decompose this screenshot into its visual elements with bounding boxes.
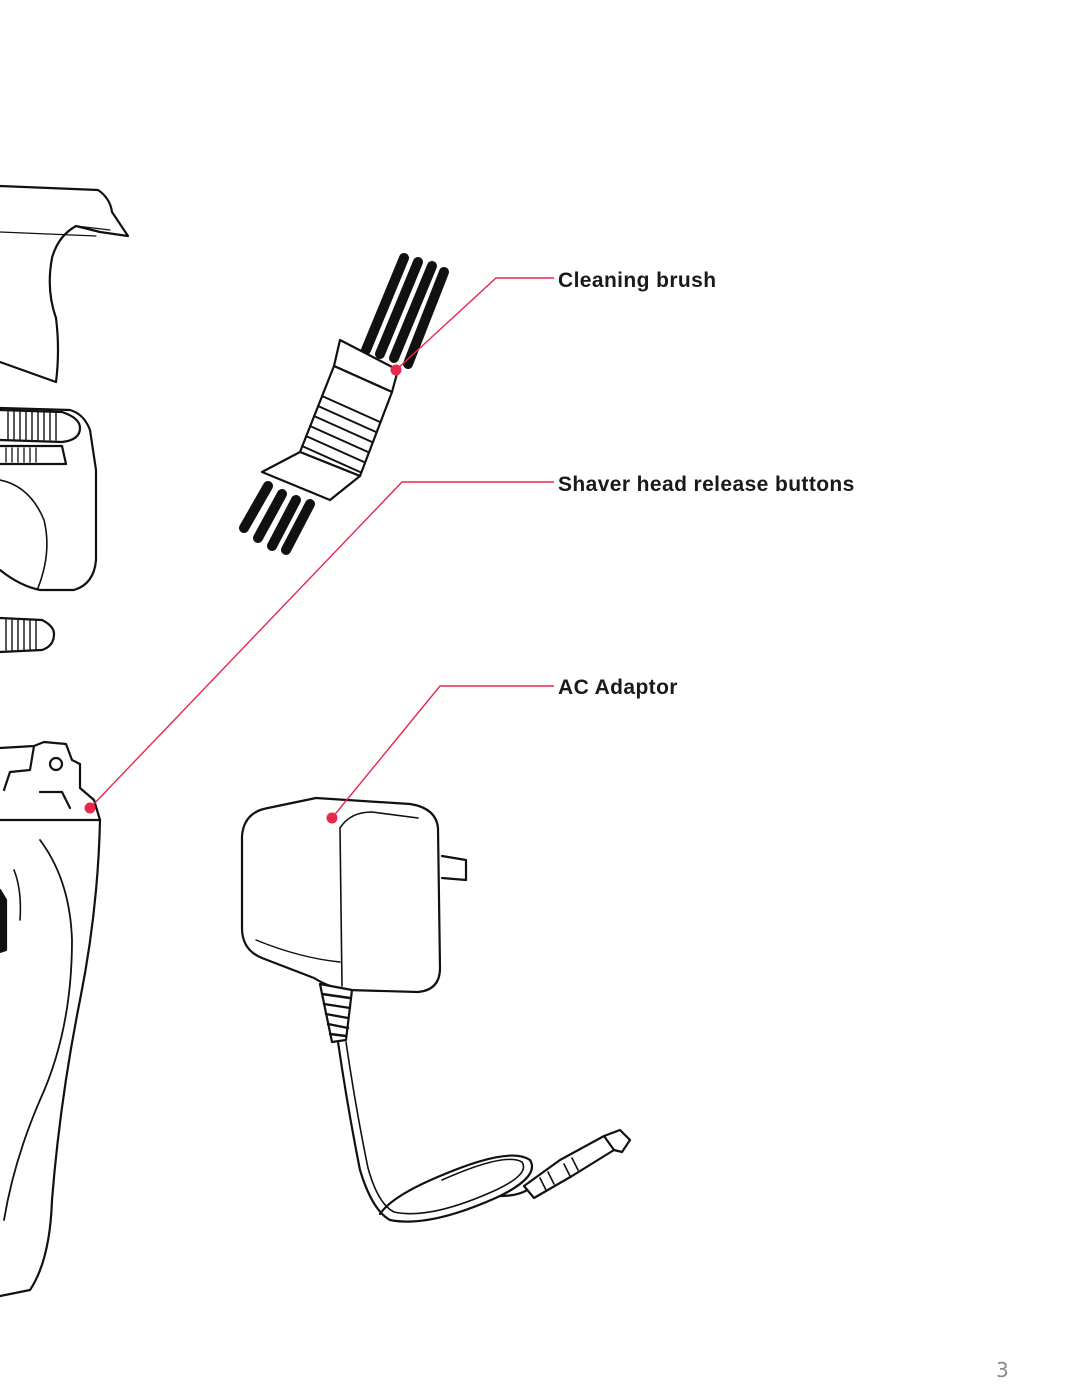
callout-dot-release [84, 802, 96, 814]
callout-dot-adaptor [326, 812, 338, 824]
ac-adaptor-icon [240, 796, 632, 1223]
label-cleaning-brush: Cleaning brush [558, 269, 717, 292]
shaver-icon [0, 184, 130, 1298]
leader-lines [89, 277, 554, 819]
label-ac-adaptor: AC Adaptor [558, 676, 678, 699]
leader-line-brush [395, 277, 554, 371]
page-number: 3 [996, 1358, 1009, 1382]
label-release-buttons: Shaver head release buttons [558, 473, 855, 496]
callout-dot-brush [390, 364, 402, 376]
leader-line-adaptor [331, 685, 554, 819]
cleaning-brush-icon [239, 253, 449, 555]
leader-line-release [89, 481, 554, 809]
